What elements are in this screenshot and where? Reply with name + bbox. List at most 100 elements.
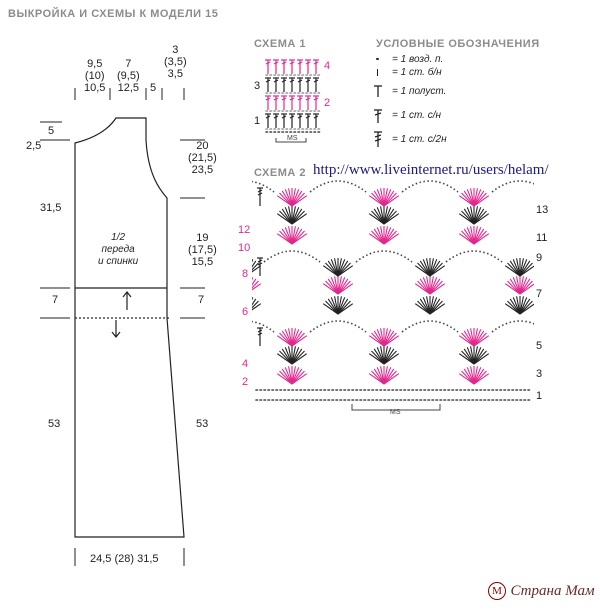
scheme2-fan xyxy=(509,278,521,295)
scheme2-fan xyxy=(291,233,308,245)
scheme2-fan xyxy=(252,265,262,273)
scheme2-fan xyxy=(429,262,443,277)
scheme2-row-8: 8 xyxy=(242,268,249,280)
scheme2-fan xyxy=(463,330,475,347)
scheme2-fan xyxy=(291,210,305,225)
scheme2-fan xyxy=(473,332,487,347)
scheme1-stitch xyxy=(265,95,271,110)
scheme2-fan xyxy=(327,278,339,295)
scheme2-fan xyxy=(383,192,397,207)
scheme2-fan xyxy=(368,213,385,225)
scheme2-row-5: 5 xyxy=(536,340,543,352)
scheme1-stitch xyxy=(297,95,303,110)
source-url-link[interactable]: http://www.liveinternet.ru/users/helam/ xyxy=(313,162,549,178)
scheme2-fan xyxy=(470,226,475,245)
scheme2-fan xyxy=(461,370,475,385)
scheme2-fan xyxy=(383,330,395,347)
scheme2-fan xyxy=(276,233,293,245)
left-dim-skirt: 53 xyxy=(48,418,61,430)
scheme2-fan xyxy=(291,347,300,365)
scheme1-stitch xyxy=(265,59,271,74)
scheme2-fan xyxy=(373,190,385,207)
scheme2-fan xyxy=(252,280,259,289)
scheme2-fan xyxy=(429,298,441,315)
scheme2-fan xyxy=(252,297,254,301)
scheme2-fan xyxy=(334,296,339,315)
scheme2-fan xyxy=(325,262,339,277)
scheme2-row-13: 13 xyxy=(536,204,549,216)
scheme2-row-12: 12 xyxy=(238,224,251,236)
scheme2-fan xyxy=(429,300,443,315)
scheme2-fan xyxy=(429,278,441,295)
scheme2-fan xyxy=(461,350,475,365)
scheme2-fan xyxy=(519,262,533,277)
scheme2-fan xyxy=(281,368,293,385)
scheme1-stitch xyxy=(305,59,311,74)
scheme2-fan xyxy=(252,262,259,271)
scheme2-fan xyxy=(422,297,431,315)
scheme2-fan xyxy=(276,335,293,347)
scheme2-fan xyxy=(414,283,431,295)
scheme2-fan xyxy=(281,330,293,347)
scheme2-fan xyxy=(461,230,475,245)
scheme2-fan xyxy=(466,367,475,385)
scheme2-fan xyxy=(429,265,446,277)
scheme1-row-4: 4 xyxy=(324,60,331,72)
scheme2-fan xyxy=(371,230,385,245)
scheme1-row-2: 2 xyxy=(324,97,331,109)
scheme2-fan xyxy=(337,298,349,315)
right-dim-armhole: 20 (21,5) 23,5 xyxy=(188,140,217,176)
scheme1-stitch xyxy=(273,113,279,128)
scheme2-chain-arc xyxy=(355,250,413,263)
left-dim-band: 7 xyxy=(52,294,59,306)
scheme2-fan xyxy=(461,192,475,207)
scheme2-fan xyxy=(252,278,257,286)
scheme1-stitch xyxy=(313,59,319,74)
scheme2-fan xyxy=(473,328,478,347)
scheme2-fan xyxy=(383,335,400,347)
scheme2-fan xyxy=(380,226,385,245)
scheme2-fan xyxy=(291,207,300,225)
scheme2-fan xyxy=(473,230,487,245)
scheme2-fan xyxy=(383,210,397,225)
scheme2-fan xyxy=(470,188,475,207)
scheme2-fan xyxy=(504,283,521,295)
scheme2-row-3: 3 xyxy=(536,368,543,380)
scheme2-fan xyxy=(414,265,431,277)
scheme1-row-3: 3 xyxy=(254,80,261,92)
scheme2-fan xyxy=(458,233,475,245)
scheme2-fan xyxy=(519,303,534,315)
scheme2-fan xyxy=(461,332,475,347)
scheme2-fan xyxy=(473,329,482,347)
scheme2-fan xyxy=(473,368,485,385)
scheme2-fan xyxy=(429,277,438,295)
legend-list: = 1 возд. п. = 1 ст. б/н = 1 полуст. = 1… xyxy=(372,54,572,152)
scheme2-fan xyxy=(473,192,487,207)
scheme2-fan xyxy=(337,300,351,315)
scheme2-fan xyxy=(463,228,475,245)
scheme2-row-7: 7 xyxy=(536,288,543,300)
scheme1-stitch xyxy=(281,113,287,128)
scheme2-row-4: 4 xyxy=(242,358,249,370)
scheme2-fan xyxy=(276,195,293,207)
scheme2-fan xyxy=(330,297,339,315)
scheme2-fan xyxy=(252,303,262,311)
scheme2-fan xyxy=(252,298,257,306)
scheme2-fan xyxy=(504,265,521,277)
scheme2-fan xyxy=(519,259,528,277)
scheme2-fan xyxy=(473,353,490,365)
scheme2-fan xyxy=(422,277,431,295)
scheme2-fan xyxy=(429,276,434,295)
top-width-1: 9,5 (10) 10,5 xyxy=(84,58,106,94)
scheme2-fan xyxy=(383,329,392,347)
scheme1-stitch xyxy=(289,113,295,128)
scheme2-fan xyxy=(279,332,293,347)
scheme2-fan xyxy=(383,328,388,347)
scheme2-fan xyxy=(276,353,293,365)
scheme2-fan xyxy=(473,366,478,385)
scheme2-fan xyxy=(473,346,478,365)
scheme2-fan xyxy=(473,189,482,207)
scheme2-fan xyxy=(252,283,262,291)
scheme2-fan xyxy=(419,298,431,315)
scheme2-title: СХЕМА 2 xyxy=(254,167,306,179)
